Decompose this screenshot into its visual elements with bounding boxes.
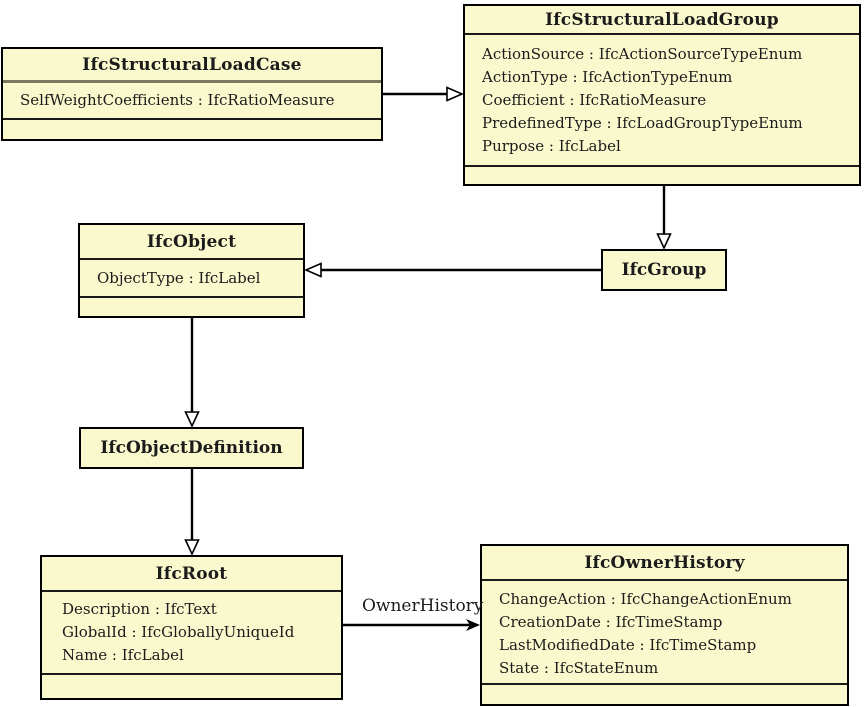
hollow-triangle-icon (184, 539, 200, 556)
class-attribute: PredefinedType : IfcLoadGroupTypeEnum (482, 114, 803, 132)
class-attributes: SelfWeightCoefficients : IfcRatioMeasure (3, 83, 381, 120)
class-attribute: Name : IfcLabel (62, 646, 184, 664)
class-title: IfcObject (80, 225, 303, 260)
class-attributes: Description : IfcText GlobalId : IfcGlob… (42, 592, 341, 675)
association-label: OwnerHistory (362, 596, 484, 616)
generalization-arrow-objectdefinition-root (184, 469, 200, 556)
class-box-ifcstructuralloadcase: IfcStructuralLoadCase SelfWeightCoeffici… (1, 47, 383, 141)
class-attribute: Purpose : IfcLabel (482, 137, 621, 155)
class-attribute: ObjectType : IfcLabel (97, 268, 261, 287)
empty-compartment (482, 685, 847, 704)
class-attribute: GlobalId : IfcGloballyUniqueId (62, 623, 295, 641)
class-title: IfcOwnerHistory (482, 546, 847, 581)
class-attributes: ActionSource : IfcActionSourceTypeEnum A… (465, 35, 859, 167)
class-attribute: State : IfcStateEnum (499, 659, 659, 677)
class-box-ifcobjectdefinition: IfcObjectDefinition (79, 427, 304, 469)
empty-compartment (3, 120, 381, 139)
hollow-triangle-icon (446, 86, 465, 102)
class-attribute: ChangeAction : IfcChangeActionEnum (499, 590, 792, 608)
class-title: IfcObjectDefinition (100, 438, 283, 458)
class-attribute: ActionSource : IfcActionSourceTypeEnum (482, 45, 803, 63)
class-attribute: Description : IfcText (62, 600, 217, 618)
class-box-ifcroot: IfcRoot Description : IfcText GlobalId :… (40, 555, 343, 700)
class-attribute: ActionType : IfcActionTypeEnum (482, 68, 733, 86)
class-attribute: SelfWeightCoefficients : IfcRatioMeasure (20, 91, 335, 109)
empty-compartment (465, 167, 859, 184)
generalization-arrow-object-objectdefinition (184, 318, 200, 428)
class-attributes: ObjectType : IfcLabel (80, 260, 303, 298)
class-attributes: ChangeAction : IfcChangeActionEnum Creat… (482, 581, 847, 685)
class-title: IfcRoot (42, 557, 341, 592)
generalization-arrow-group-object (303, 262, 601, 278)
class-title: IfcStructuralLoadCase (3, 49, 381, 83)
hollow-triangle-icon (184, 411, 200, 428)
hollow-triangle-icon (656, 233, 672, 250)
empty-compartment (80, 298, 303, 316)
association-arrow-ownerhistory (343, 619, 480, 631)
hollow-triangle-icon (303, 262, 322, 278)
generalization-arrow-loadcase-loadgroup (383, 86, 465, 102)
class-attribute: Coefficient : IfcRatioMeasure (482, 91, 707, 109)
generalization-arrow-loadgroup-group (656, 186, 672, 250)
empty-compartment (42, 675, 341, 698)
class-title: IfcGroup (621, 260, 707, 280)
class-attribute: CreationDate : IfcTimeStamp (499, 613, 723, 631)
class-box-ifcownerhistory: IfcOwnerHistory ChangeAction : IfcChange… (480, 544, 849, 706)
class-title: IfcStructuralLoadGroup (465, 6, 859, 35)
class-box-ifcgroup: IfcGroup (601, 249, 727, 291)
class-box-ifcstructuralloadgroup: IfcStructuralLoadGroup ActionSource : If… (463, 4, 861, 186)
class-attribute: LastModifiedDate : IfcTimeStamp (499, 636, 757, 654)
class-box-ifcobject: IfcObject ObjectType : IfcLabel (78, 223, 305, 318)
arrowhead-icon (466, 619, 480, 631)
